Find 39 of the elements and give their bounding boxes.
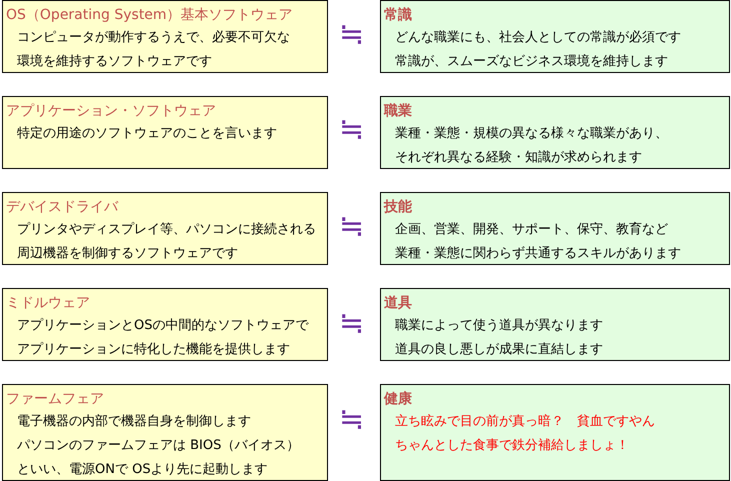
approx-equal-sign: ≒ — [339, 212, 364, 242]
description-text: アプリケーションとOSの中間的なソフトウェアでアプリケーションに特化した機能を提供します — [17, 317, 310, 359]
box-heading: 常識 — [384, 6, 412, 25]
description-text: プリンタやディスプレイ等、パソコンに接続される周辺機器を制御するソフトウェアです — [17, 221, 317, 263]
info-box — [2, 96, 328, 169]
info-box — [2, 384, 328, 481]
info-box — [380, 192, 730, 265]
info-box — [380, 0, 730, 73]
description-text: 特定の用途のソフトウェアのことを言います — [17, 125, 277, 143]
description-text: ちゃんとした食事で鉄分補給しましょ！ — [395, 437, 629, 455]
info-box — [2, 192, 328, 265]
approx-equal-sign: ≒ — [339, 20, 364, 50]
info-box — [380, 384, 730, 481]
box-heading: デバイスドライバ — [6, 198, 118, 217]
box-heading: 技能 — [384, 198, 412, 217]
description-text: 職業によって使う道具が異なります — [395, 317, 603, 335]
description-text: コンピュータが動作するうえで、必要不可欠な環境を維持するソフトウェアです — [17, 29, 291, 71]
approx-equal-sign: ≒ — [339, 405, 364, 435]
info-box — [380, 288, 730, 361]
description-text: 道具の良し悪しが成果に直結します — [395, 341, 603, 359]
description-text: 電子機器の内部で機器自身を制御します — [17, 413, 251, 431]
description-text: 企画、営業、開発、サポート、保守、教育など業種・業態に関わらず共通するスキルがあります — [395, 220, 682, 263]
description-text: パソコンのファームフェアは BIOS（バイオス）といい、電源ONで OSより先に起動します — [17, 437, 300, 479]
info-box — [380, 96, 730, 169]
box-heading: 道具 — [384, 294, 412, 313]
box-heading: ミドルウェア — [6, 294, 90, 313]
approx-equal-sign: ≒ — [339, 115, 364, 145]
description-text: 業種・業態・規模の異なる様々な職業があり、それぞれ異なる経験・知識が求められます — [395, 125, 669, 167]
box-heading: ファームフェア — [6, 390, 104, 409]
box-heading: 職業 — [384, 102, 412, 121]
info-box — [2, 288, 328, 361]
box-heading: OS（Operating System）基本ソフトウェア — [6, 6, 293, 25]
description-text: 常識が、スムーズなビジネス環境を維持します — [395, 53, 668, 71]
description-text: 立ち眩みで目の前が真っ暗？ 貧血ですやん — [395, 413, 655, 431]
description-text: どんな職業にも、社会人としての常識が必須です — [395, 29, 681, 47]
approx-equal-sign: ≒ — [339, 309, 364, 339]
info-box — [2, 0, 328, 73]
box-heading: 健康 — [384, 390, 412, 409]
box-heading: アプリケーション・ソフトウェア — [6, 102, 216, 121]
